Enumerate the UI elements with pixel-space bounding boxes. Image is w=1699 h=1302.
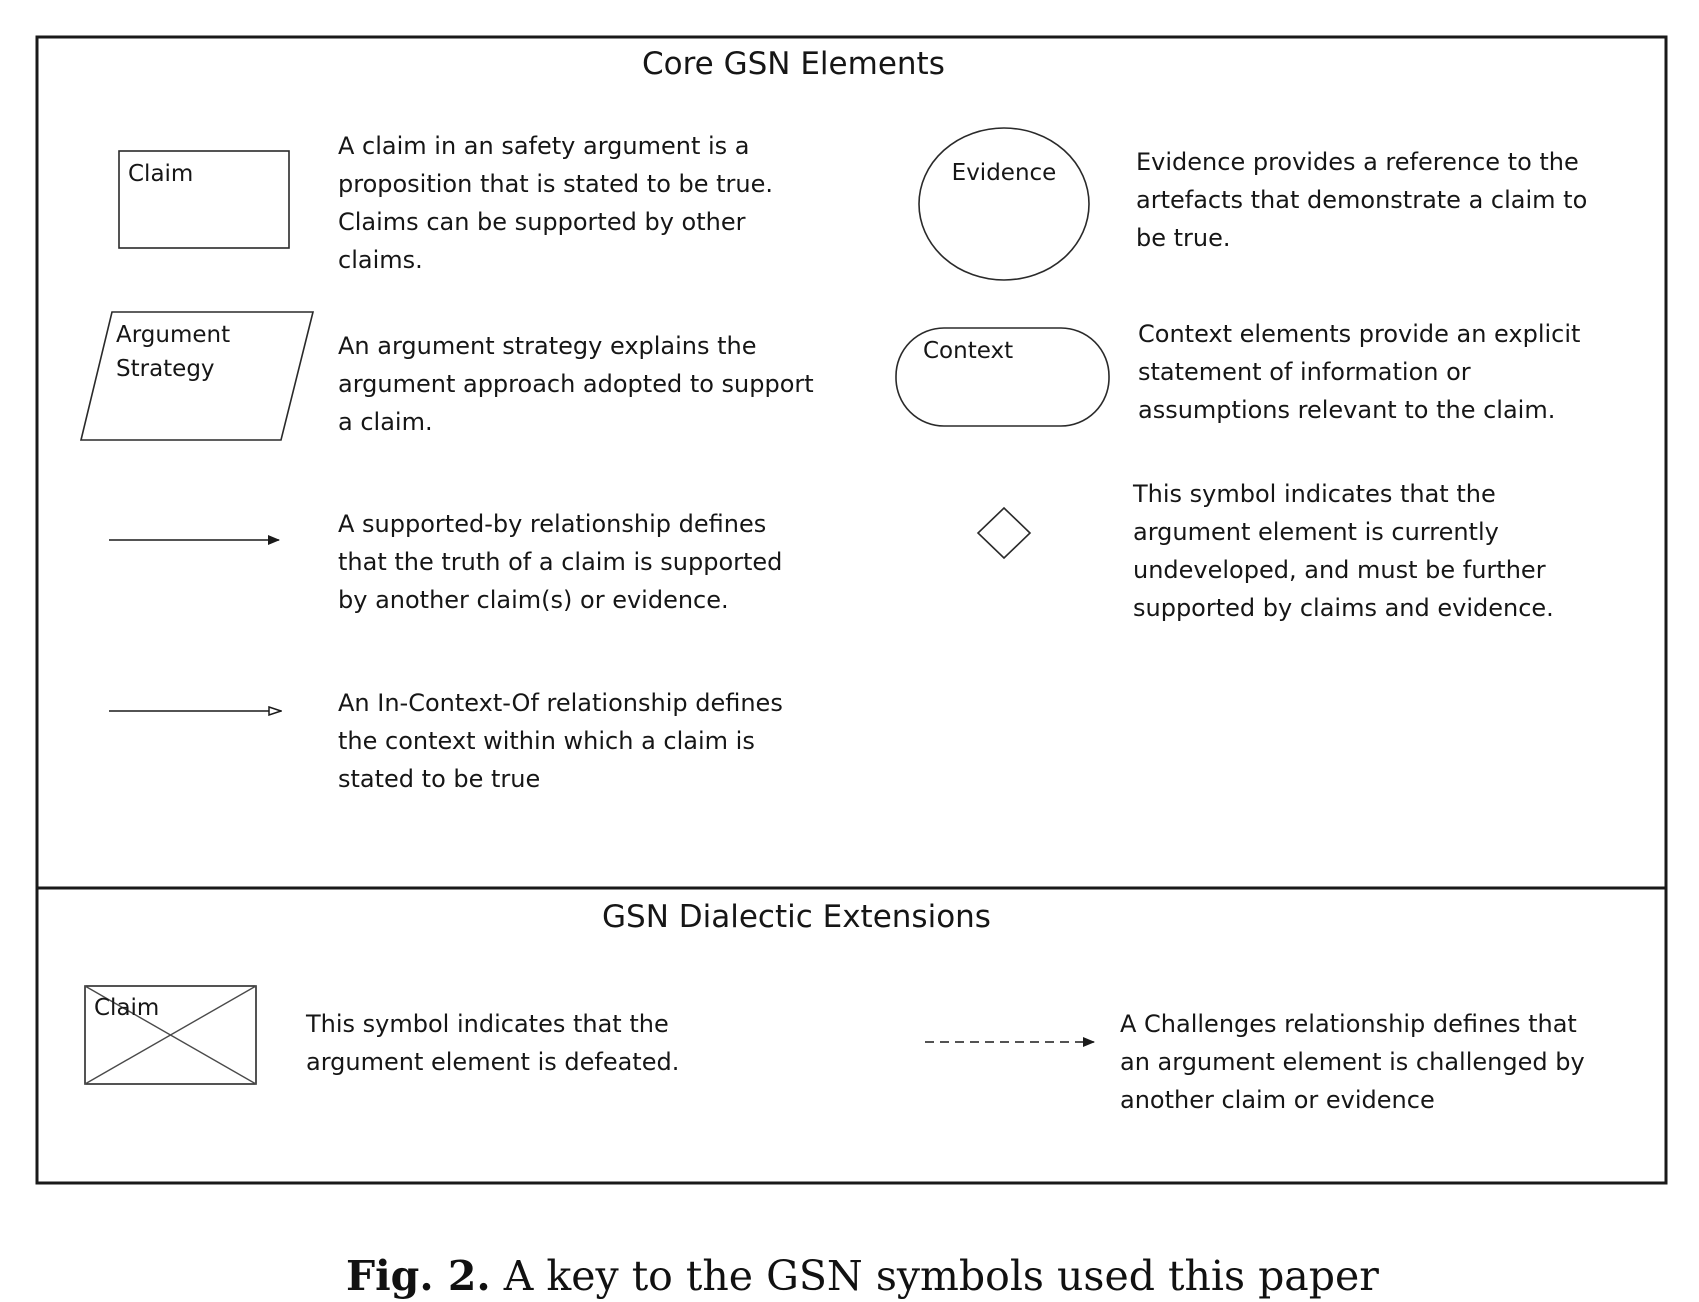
undeveloped-description-line: argument element is currently (1133, 518, 1499, 546)
supported-by-description: A supported-by relationship defines that… (338, 505, 782, 619)
claim-description: A claim in an safety argument is a propo… (338, 127, 773, 279)
defeated-description-line: argument element is defeated. (306, 1048, 680, 1076)
context-symbol-label: Context (923, 338, 1013, 364)
challenges-description-line: A Challenges relationship defines that (1120, 1010, 1577, 1038)
undeveloped-description-line: This symbol indicates that the (1133, 480, 1496, 508)
context-symbol: Context (895, 327, 1110, 427)
claim-description-line: claims. (338, 246, 423, 274)
dialectic-section-title: GSN Dialectic Extensions (602, 899, 991, 935)
defeated-description: This symbol indicates that the argument … (306, 1005, 679, 1081)
strategy-symbol: Argument Strategy (79, 311, 315, 441)
context-description-line: assumptions relevant to the claim. (1138, 396, 1556, 424)
strategy-description-line: An argument strategy explains the (338, 332, 757, 360)
defeated-claim-symbol: Claim (84, 985, 257, 1085)
claim-symbol-label: Claim (128, 161, 193, 187)
strategy-description-line: argument approach adopted to support (338, 370, 814, 398)
claim-symbol: Claim (118, 150, 290, 249)
claim-description-line: A claim in an safety argument is a (338, 132, 750, 160)
in-context-of-description-line: stated to be true (338, 765, 541, 793)
evidence-symbol-label: Evidence (952, 160, 1057, 186)
in-context-of-description-line: the context within which a claim is (338, 727, 755, 755)
outer-border (35, 35, 1668, 1185)
undeveloped-diamond (976, 506, 1032, 560)
evidence-description-line: Evidence provides a reference to the (1136, 148, 1579, 176)
strategy-description: An argument strategy explains the argume… (338, 327, 814, 441)
undeveloped-description: This symbol indicates that the argument … (1133, 475, 1554, 627)
figure-caption: Fig. 2. A key to the GSN symbols used th… (346, 1252, 1379, 1300)
undeveloped-description-line: supported by claims and evidence. (1133, 594, 1554, 622)
evidence-description-line: be true. (1136, 224, 1231, 252)
strategy-description-line: a claim. (338, 408, 433, 436)
defeated-description-line: This symbol indicates that the (306, 1010, 669, 1038)
supported-by-description-line: that the truth of a claim is supported (338, 548, 783, 576)
challenges-description: A Challenges relationship defines that a… (1120, 1005, 1585, 1119)
claim-description-line: Claims can be supported by other (338, 208, 746, 236)
in-context-of-description: An In-Context-Of relationship defines th… (338, 684, 783, 798)
supported-by-description-line: A supported-by relationship defines (338, 510, 767, 538)
challenges-description-line: another claim or evidence (1120, 1086, 1435, 1114)
figure-caption-label: Fig. 2. (346, 1252, 491, 1300)
strategy-symbol-label-2: Strategy (116, 356, 215, 382)
evidence-symbol: Evidence (918, 127, 1090, 281)
figure-caption-text: A key to the GSN symbols used this paper (503, 1252, 1379, 1300)
undeveloped-description-line: undeveloped, and must be further (1133, 556, 1546, 584)
context-description: Context elements provide an explicit sta… (1138, 315, 1580, 429)
strategy-symbol-label-1: Argument (116, 322, 230, 348)
supported-by-description-line: by another claim(s) or evidence. (338, 586, 729, 614)
claim-description-line: proposition that is stated to be true. (338, 170, 774, 198)
evidence-description-line: artefacts that demonstrate a claim to (1136, 186, 1588, 214)
core-section-title: Core GSN Elements (642, 46, 945, 82)
defeated-claim-symbol-label: Claim (94, 995, 159, 1021)
in-context-of-description-line: An In-Context-Of relationship defines (338, 689, 783, 717)
challenges-description-line: an argument element is challenged by (1120, 1048, 1585, 1076)
evidence-description: Evidence provides a reference to the art… (1136, 143, 1587, 257)
context-description-line: Context elements provide an explicit (1138, 320, 1581, 348)
context-description-line: statement of information or (1138, 358, 1471, 386)
